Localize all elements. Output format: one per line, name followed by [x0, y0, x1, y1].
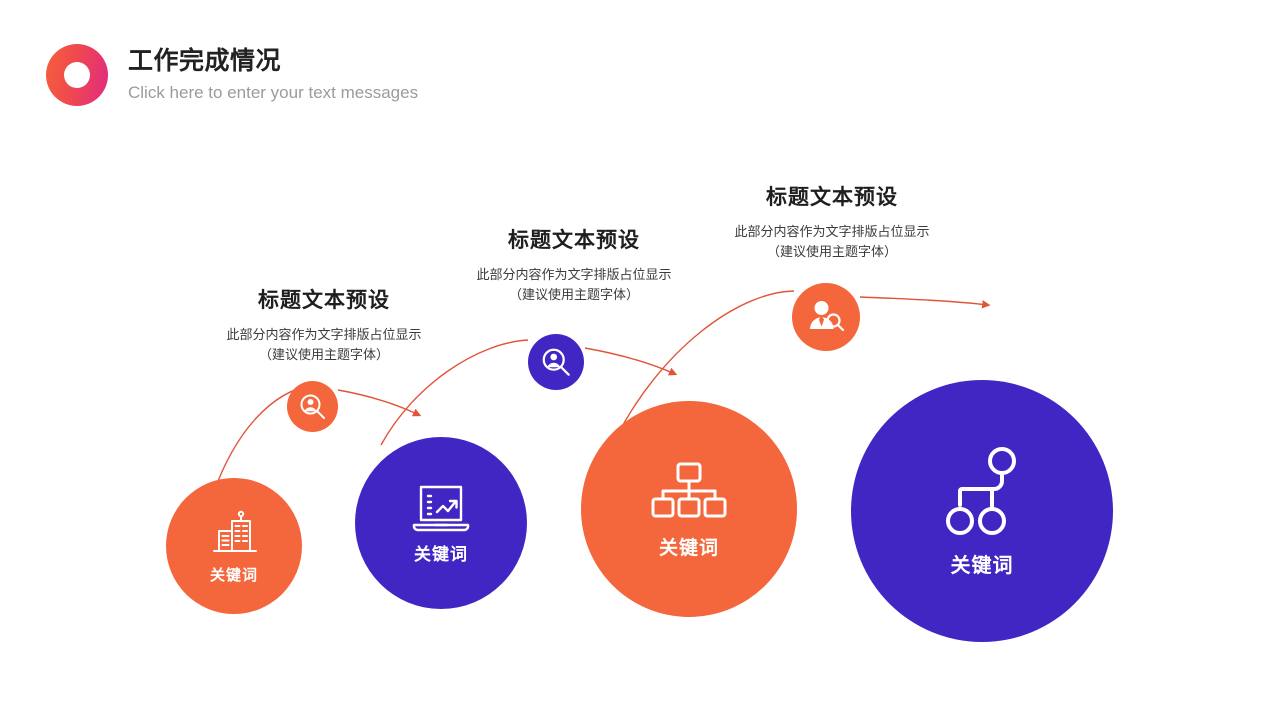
org-chart-hierarchy-icon: [651, 462, 727, 517]
badge-circle-3[interactable]: [792, 283, 860, 351]
node-circle-3[interactable]: 关键词: [581, 401, 797, 617]
text-block-3-line-2: （建议使用主题字体）: [766, 244, 897, 260]
header-text-group: 工作完成情况 Click here to enter your text mes…: [128, 47, 418, 103]
text-block-2-title: 标题文本预设: [508, 229, 640, 252]
node-4-label: 关键词: [950, 554, 1014, 577]
text-block-3-title: 标题文本预设: [766, 186, 898, 209]
text-block-1-line-2: （建议使用主题字体）: [258, 347, 389, 363]
text-block-2: 标题文本预设 此部分内容作为文字排版占位显示 （建议使用主题字体）: [455, 228, 693, 305]
text-block-3-body: 此部分内容作为文字排版占位显示 （建议使用主题字体）: [713, 222, 951, 262]
badge-circle-1[interactable]: [287, 381, 338, 432]
gradient-donut-logo-icon: [46, 44, 108, 106]
person-search-magnifier-icon: [300, 394, 325, 419]
node-1-label: 关键词: [209, 567, 258, 584]
connector-arc-3-arrow: [859, 296, 991, 309]
text-block-3: 标题文本预设 此部分内容作为文字排版占位显示 （建议使用主题字体）: [713, 185, 951, 262]
connector-arc-1-arrow: [337, 389, 422, 417]
city-buildings-icon: [213, 510, 257, 552]
laptop-growth-chart-icon: [412, 485, 470, 532]
text-block-1: 标题文本预设 此部分内容作为文字排版占位显示 （建议使用主题字体）: [205, 288, 443, 365]
badge-circle-2[interactable]: [528, 334, 584, 390]
page-subtitle: Click here to enter your text messages: [128, 82, 419, 102]
connector-arc-2-arrow: [584, 347, 678, 376]
text-block-1-title: 标题文本预设: [258, 289, 390, 312]
slide-header: 工作完成情况 Click here to enter your text mes…: [46, 44, 418, 106]
text-block-1-line-1: 此部分内容作为文字排版占位显示: [226, 327, 422, 343]
text-block-2-line-2: （建议使用主题字体）: [508, 287, 639, 303]
node-2-label: 关键词: [414, 545, 468, 564]
node-3-label: 关键词: [658, 537, 719, 559]
user-profile-search-icon: [810, 301, 845, 332]
network-nodes-icon: [946, 446, 1016, 535]
text-block-1-body: 此部分内容作为文字排版占位显示 （建议使用主题字体）: [205, 325, 443, 365]
node-circle-4[interactable]: 关键词: [851, 380, 1113, 642]
text-block-2-line-1: 此部分内容作为文字排版占位显示: [476, 267, 672, 283]
node-circle-2[interactable]: 关键词: [355, 437, 527, 609]
text-block-2-body: 此部分内容作为文字排版占位显示 （建议使用主题字体）: [455, 265, 693, 305]
node-circle-1[interactable]: 关键词: [166, 478, 302, 614]
text-block-3-line-1: 此部分内容作为文字排版占位显示: [734, 224, 930, 240]
person-search-magnifier-icon: [542, 348, 570, 376]
page-title: 工作完成情况: [128, 46, 282, 75]
